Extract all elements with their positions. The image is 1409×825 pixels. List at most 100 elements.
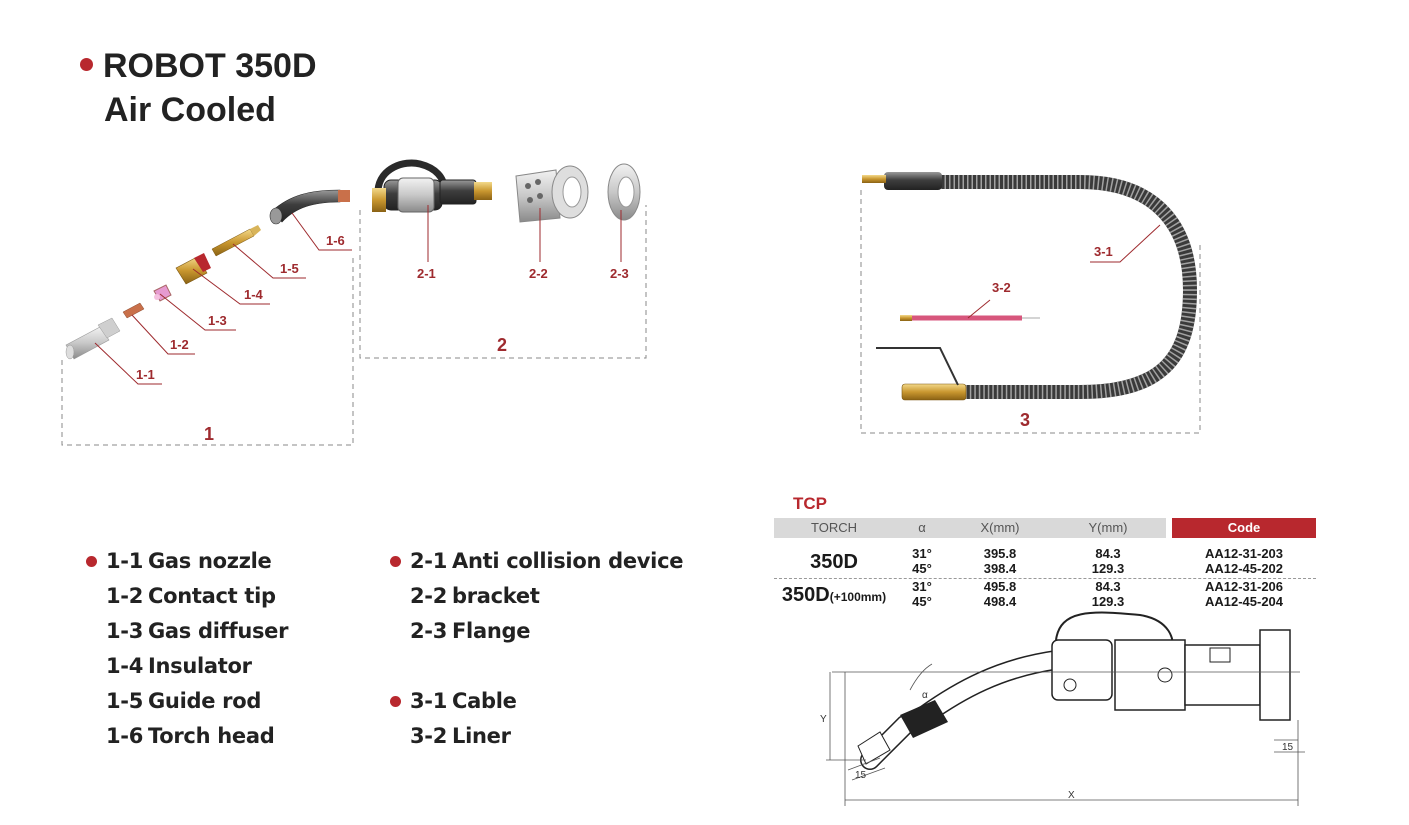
tcp-cell-code: AA12-31-203	[1204, 546, 1284, 561]
tcp-cell-y: 129.3	[1091, 594, 1125, 609]
legend-item-name: Torch head	[148, 724, 275, 748]
tcp-cell-code: AA12-45-204	[1204, 594, 1284, 609]
tcp-header-y: Y(mm)	[1050, 518, 1166, 538]
callout-1-3: 1-3	[208, 313, 227, 328]
title-line-1: ROBOT 350D	[103, 47, 317, 85]
bracket-part	[515, 165, 589, 223]
legend-item-code: 3-2	[410, 724, 448, 748]
callout-2-1: 2-1	[417, 266, 436, 281]
liner-part	[900, 315, 1040, 321]
group-3-frame	[860, 190, 1201, 434]
tcp-dimension-drawing	[826, 611, 1305, 806]
tcp-torch-suffix: (+100mm)	[829, 590, 887, 604]
group-1-frame	[61, 255, 354, 446]
dim-label-15a: 15	[855, 770, 867, 781]
legend-item-code: 1-2	[106, 584, 144, 608]
tcp-cell-alpha: 31°	[912, 546, 932, 561]
gas-nozzle-part	[65, 317, 121, 360]
title-line-2: Air Cooled	[104, 91, 276, 129]
legend-item-code: 1-6	[106, 724, 144, 748]
tcp-cell-alpha: 45°	[912, 594, 932, 609]
tcp-torch-name: 350D	[810, 551, 858, 573]
tcp-header-code: Code	[1172, 518, 1316, 538]
tcp-torch-cell: 350D(+100mm)	[774, 579, 894, 613]
legend-item-name: Contact tip	[148, 584, 276, 608]
tcp-header-x: X(mm)	[950, 518, 1050, 538]
anti-collision-device-part	[372, 159, 492, 213]
tcp-cell-y: 84.3	[1095, 546, 1121, 561]
tcp-header-row: TORCH α X(mm) Y(mm) Code	[774, 518, 1316, 538]
torch-head-part	[269, 189, 350, 225]
legend-bullet-icon	[390, 556, 401, 567]
legend-item-code: 2-2	[410, 584, 448, 608]
legend-item-name: Insulator	[148, 654, 252, 678]
group-2-frame	[359, 205, 647, 359]
tcp-torch-cell: 350D	[774, 546, 894, 578]
tcp-cell-x: 498.4	[983, 594, 1017, 609]
callout-1-2: 1-2	[170, 337, 189, 352]
callout-3-2: 3-2	[992, 280, 1011, 295]
contact-tip-part	[122, 302, 145, 319]
gas-diffuser-part	[153, 284, 172, 302]
title-bullet-icon	[80, 57, 93, 71]
dim-label-15b: 15	[1282, 742, 1294, 753]
legend-item-name: Gas nozzle	[148, 549, 272, 573]
callout-1-5: 1-5	[280, 261, 299, 276]
tcp-cell-code: AA12-45-202	[1204, 561, 1284, 576]
insulator-part	[175, 253, 211, 285]
tcp-cell-code: AA12-31-206	[1204, 579, 1284, 594]
group-1-label: 1	[204, 424, 214, 444]
tcp-cell-x: 398.4	[983, 561, 1017, 576]
legend-item-code: 1-5	[106, 689, 144, 713]
legend-item-code: 1-4	[106, 654, 144, 678]
guide-rod-part	[211, 225, 261, 257]
legend-item-name: Gas diffuser	[148, 619, 289, 643]
legend-bullet-icon	[390, 696, 401, 707]
flange-part	[607, 163, 641, 221]
legend-item-name: Anti collision device	[452, 549, 684, 573]
group-3-label: 3	[1020, 410, 1030, 430]
legend-item-name: bracket	[452, 584, 540, 608]
callout-lines-group-1	[94, 212, 352, 385]
tcp-header-torch: TORCH	[774, 518, 894, 538]
legend-item-code: 2-1	[410, 549, 448, 573]
legend-bullet-icon	[86, 556, 97, 567]
dim-label-x: X	[1068, 790, 1075, 801]
tcp-cell-alpha: 31°	[912, 579, 932, 594]
dim-label-y: Y	[820, 714, 827, 725]
legend-item-code: 3-1	[410, 689, 448, 713]
tcp-cell-x: 495.8	[983, 579, 1017, 594]
legend-item-name: Liner	[452, 724, 511, 748]
tcp-title: TCP	[793, 494, 827, 513]
dim-label-alpha: α	[922, 690, 928, 701]
tcp-cell-y: 129.3	[1091, 561, 1125, 576]
tcp-header-alpha: α	[894, 518, 950, 538]
callout-1-4: 1-4	[244, 287, 264, 302]
tcp-cell-alpha: 45°	[912, 561, 932, 576]
callout-1-6: 1-6	[326, 233, 345, 248]
tcp-cell-y: 84.3	[1095, 579, 1121, 594]
legend-item-name: Flange	[452, 619, 531, 643]
page-title: ROBOT 350D Air Cooled	[80, 44, 317, 132]
callout-2-2: 2-2	[529, 266, 548, 281]
tcp-torch-name: 350D	[781, 584, 830, 606]
callout-lines-group-3	[967, 224, 1161, 319]
tcp-cell-x: 395.8	[983, 546, 1017, 561]
callout-2-3: 2-3	[610, 266, 629, 281]
